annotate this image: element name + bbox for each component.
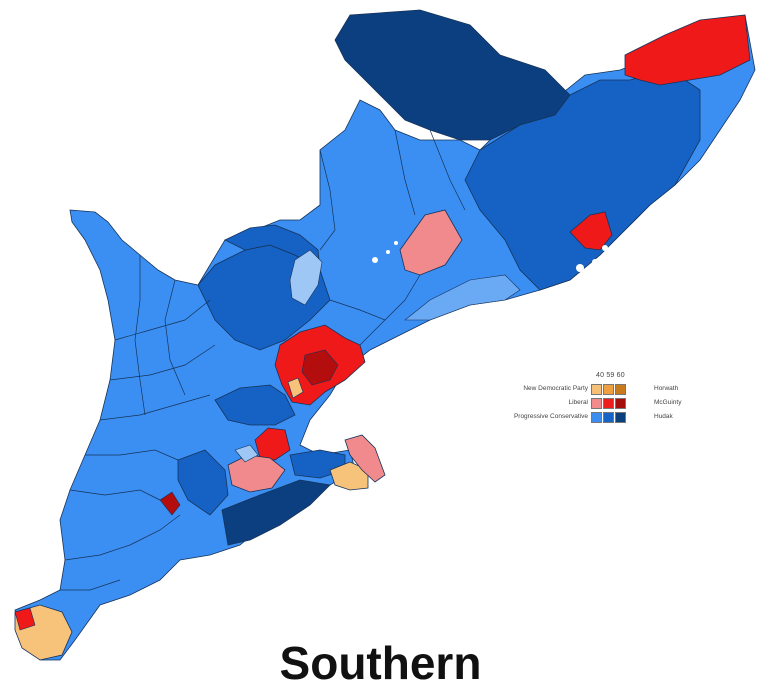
legend-swatch-pc-2 bbox=[603, 412, 614, 423]
legend-swatch-ndp-2 bbox=[603, 384, 614, 395]
riding-pc-light-durham bbox=[404, 274, 521, 321]
riding-ndp-toronto bbox=[287, 377, 304, 399]
map-caption: Southern bbox=[279, 637, 482, 689]
riding-liberal-kingston bbox=[569, 211, 613, 251]
legend-swatch-liberal-3 bbox=[615, 398, 626, 409]
legend-row-liberal: Liberal McGuinty bbox=[454, 398, 714, 410]
legend-label-liberal: Liberal bbox=[568, 399, 588, 406]
riding-boundaries bbox=[60, 129, 466, 591]
legend-leader-ndp: Horwath bbox=[654, 385, 679, 392]
riding-pc-mid-oxford bbox=[177, 449, 229, 516]
legend-label-ndp: New Democratic Party bbox=[523, 385, 588, 392]
legend-swatch-ndp-1 bbox=[591, 384, 602, 395]
riding-pc-mid-halton bbox=[214, 384, 296, 426]
riding-liberal-windsor bbox=[14, 607, 36, 631]
lake-simcoe bbox=[289, 249, 323, 306]
riding-pc-mid-east bbox=[464, 69, 701, 291]
riding-pc-dark-south bbox=[221, 479, 331, 546]
riding-pc-light-hamilton bbox=[234, 444, 259, 463]
riding-liberal-dark-toronto bbox=[301, 349, 339, 386]
legend-row-pc: Progressive Conservative Hudak bbox=[454, 412, 714, 424]
riding-liberal-light-niagara bbox=[344, 434, 386, 483]
legend-swatch-liberal-1 bbox=[591, 398, 602, 409]
legend-swatch-pc-3 bbox=[615, 412, 626, 423]
legend-label-pc: Progressive Conservative bbox=[513, 413, 588, 420]
legend-leader-pc: Hudak bbox=[654, 413, 673, 420]
legend-row-ndp: New Democratic Party Horwath bbox=[454, 384, 714, 396]
legend-swatch-liberal-2 bbox=[603, 398, 614, 409]
map-legend: 40 59 60 New Democratic Party Horwath Li… bbox=[454, 372, 714, 434]
riding-pc-dark-north bbox=[334, 9, 571, 141]
riding-liberal-london bbox=[159, 491, 181, 516]
legend-header: 40 59 60 bbox=[596, 372, 625, 379]
riding-liberal-light-peterborough bbox=[399, 209, 463, 276]
legend-swatch-pc-1 bbox=[591, 412, 602, 423]
legend-leader-liberal: McGuinty bbox=[654, 399, 682, 406]
lake-speckles bbox=[146, 241, 608, 272]
riding-ndp-niagara bbox=[329, 461, 369, 491]
riding-liberal-ottawa bbox=[624, 14, 751, 86]
legend-swatch-ndp-3 bbox=[615, 384, 626, 395]
